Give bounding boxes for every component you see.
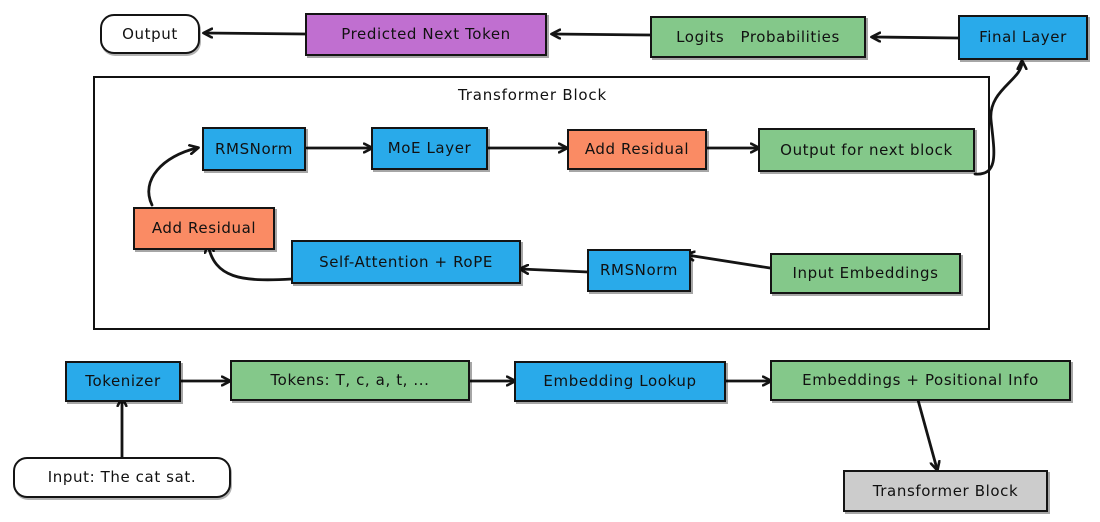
node-embedding-lookup[interactable]: Embedding Lookup <box>514 361 726 402</box>
node-rmsnorm-bottom[interactable]: RMSNorm <box>587 249 691 292</box>
node-transformer-block-ref[interactable]: Transformer Block <box>843 470 1048 512</box>
node-add-residual-bottom[interactable]: Add Residual <box>133 207 275 250</box>
node-moe-layer[interactable]: MoE Layer <box>371 127 488 170</box>
node-rmsnorm-top[interactable]: RMSNorm <box>202 127 306 171</box>
node-embeddings-positional[interactable]: Embeddings + Positional Info <box>770 360 1071 401</box>
node-output-for-next-block-label: Output for next block <box>780 140 953 159</box>
node-transformer-block-ref-label: Transformer Block <box>872 481 1019 500</box>
node-input-text[interactable]: Input: The cat sat. <box>13 457 231 498</box>
node-add-residual-top[interactable]: Add Residual <box>567 129 707 170</box>
node-rmsnorm-top-label: RMSNorm <box>215 139 293 158</box>
node-input-text-label: Input: The cat sat. <box>47 468 197 487</box>
edge-embeddings-to-transformerblock <box>916 398 937 469</box>
edge-final-to-logits <box>873 37 960 38</box>
edge-predicted-to-output <box>205 33 307 34</box>
node-add-residual-bottom-label: Add Residual <box>151 219 257 238</box>
node-logits-probabilities-label: Logits Probabilities <box>676 27 840 46</box>
node-final-layer-label: Final Layer <box>979 28 1067 47</box>
node-predicted-next-token[interactable]: Predicted Next Token <box>305 13 547 56</box>
node-input-embeddings-label: Input Embeddings <box>792 264 939 283</box>
node-output[interactable]: Output <box>100 14 200 54</box>
node-self-attention-rope[interactable]: Self-Attention + RoPE <box>291 240 521 284</box>
node-add-residual-top-label: Add Residual <box>584 140 690 159</box>
node-output-label: Output <box>122 24 178 43</box>
node-embedding-lookup-label: Embedding Lookup <box>543 372 697 391</box>
node-predicted-next-token-label: Predicted Next Token <box>341 25 511 44</box>
node-tokenizer-label: Tokenizer <box>85 372 161 391</box>
node-self-attention-rope-label: Self-Attention + RoPE <box>319 252 493 271</box>
node-moe-layer-label: MoE Layer <box>387 139 472 158</box>
node-output-for-next-block[interactable]: Output for next block <box>758 128 975 172</box>
node-embeddings-positional-label: Embeddings + Positional Info <box>802 371 1039 390</box>
transformer-block-container <box>93 76 990 330</box>
node-tokenizer[interactable]: Tokenizer <box>65 361 181 402</box>
node-logits-probabilities[interactable]: Logits Probabilities <box>650 16 866 58</box>
node-input-embeddings[interactable]: Input Embeddings <box>770 253 961 294</box>
node-final-layer[interactable]: Final Layer <box>958 15 1088 60</box>
node-tokens[interactable]: Tokens: T, c, a, t, ... <box>230 360 470 401</box>
node-tokens-label: Tokens: T, c, a, t, ... <box>270 371 430 390</box>
transformer-block-container-label: Transformer Block <box>458 86 607 104</box>
edge-logits-to-predicted <box>553 34 652 35</box>
node-rmsnorm-bottom-label: RMSNorm <box>600 261 678 280</box>
